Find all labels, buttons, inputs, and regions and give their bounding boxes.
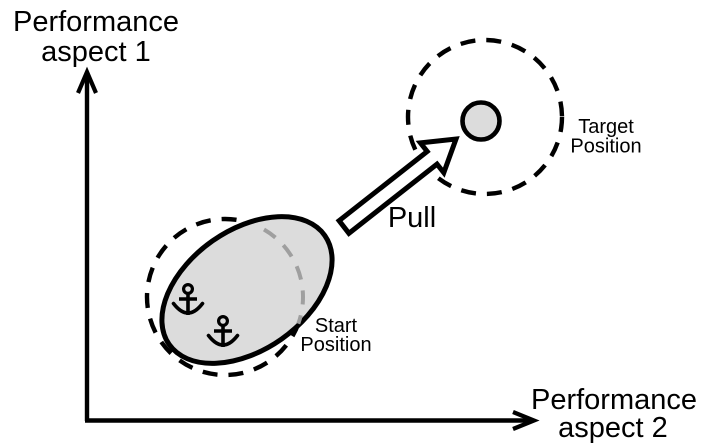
pull-arrow-icon — [335, 136, 460, 237]
pull-label: Pull — [388, 202, 436, 234]
start-position-label-line2: Position — [300, 334, 371, 356]
start-dashed-circle-occluded-arc — [262, 227, 305, 325]
x-axis-label-line2: aspect 2 — [558, 412, 668, 444]
x-axis-arrowhead-icon — [512, 410, 540, 431]
target-position-label-line2: Position — [570, 136, 641, 158]
y-axis-label-line2: aspect 1 — [41, 36, 151, 68]
x-axis-label-line1: Performance — [531, 384, 697, 416]
target-region — [405, 37, 565, 197]
labels: Performance aspect 1 Performance aspect … — [13, 6, 697, 444]
target-dashed-circle — [405, 37, 565, 197]
target-dot — [460, 100, 502, 142]
y-axis-label-line1: Performance — [13, 6, 179, 38]
y-axis-arrowhead-icon — [76, 66, 98, 94]
start-ellipse — [159, 214, 335, 366]
axes — [76, 66, 540, 431]
target-position-label-line1: Target — [578, 116, 634, 138]
start-position-label-line1: Start — [315, 315, 358, 337]
start-region — [144, 214, 335, 378]
